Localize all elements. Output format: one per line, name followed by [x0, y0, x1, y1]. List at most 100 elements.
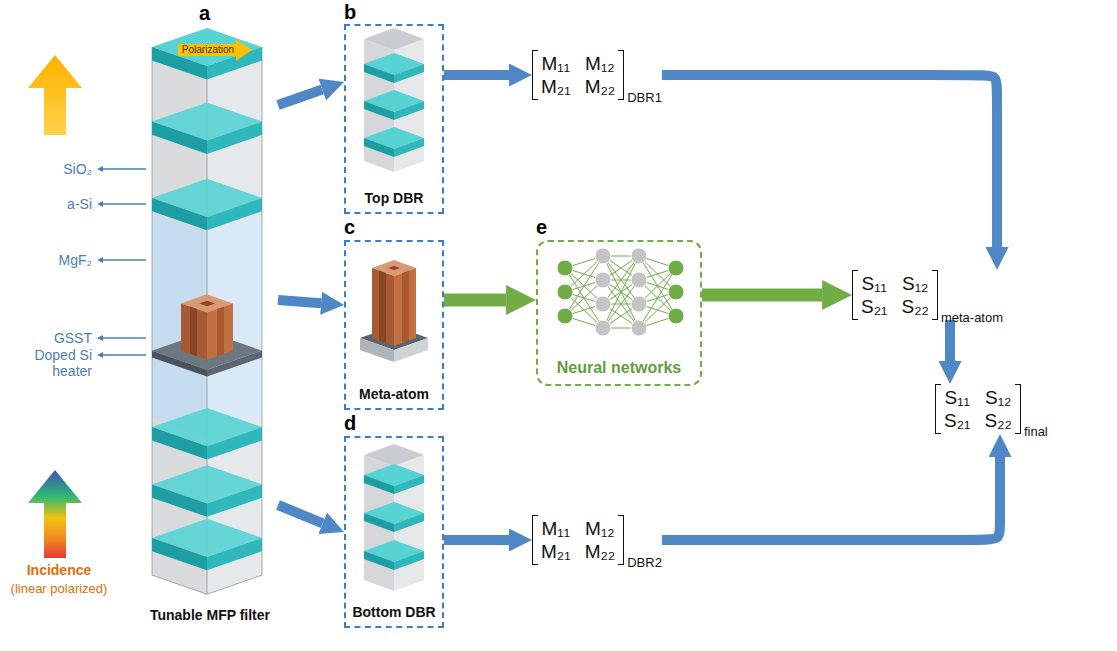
incidence-label: (linear polarized): [4, 581, 114, 597]
matrix-element: M₂₂: [585, 540, 616, 563]
scattering-matrix: S₁₁S₁₂S₂₁S₂₂final: [935, 384, 1048, 434]
matrix-subscript: DBR2: [627, 555, 662, 570]
filter-stack: [152, 28, 262, 594]
panel-letter: b: [344, 1, 356, 23]
filter-stack: [217, 307, 224, 357]
connector-group: [278, 75, 1000, 540]
panel-letter: e: [536, 216, 547, 238]
dbr-panel: Top DBR: [344, 24, 444, 214]
panel-letter: d: [344, 412, 356, 434]
dbr-illustration: [394, 551, 424, 570]
material-label: SiO₂: [22, 161, 92, 177]
output-arrow: [28, 55, 82, 135]
material-label: GSST: [22, 330, 92, 346]
dbr-illustration: [364, 444, 424, 591]
flow-arrow: [444, 70, 509, 80]
network-illustration: [595, 296, 611, 312]
dbr-illustration: [394, 513, 424, 532]
matrix-element: M₁₂: [585, 52, 615, 75]
network-illustration: [595, 320, 611, 336]
filter-stack: [207, 427, 262, 459]
transfer-matrix: M₁₁M₁₂M₂₁M₂₂DBR1: [532, 50, 662, 100]
filter-stack: [152, 198, 207, 230]
dbr-illustration: [364, 64, 394, 83]
dbr-panel: Bottom DBR: [344, 436, 444, 628]
network-illustration: [595, 272, 611, 288]
filter-stack: [181, 303, 207, 359]
leader-arrow: [103, 259, 146, 261]
meta-atom-illustration: [372, 268, 394, 346]
network-illustration: [557, 308, 573, 324]
network-illustration: [565, 256, 676, 328]
dbr-illustration: [364, 101, 394, 120]
dbr-illustration: [394, 138, 424, 157]
panel-letter: c: [344, 216, 355, 238]
panel-caption: Tunable MFP filter: [150, 607, 270, 624]
matrix-element: S₂₁: [861, 295, 887, 318]
dbr-illustration: [394, 64, 424, 83]
leader-arrow: [103, 168, 146, 170]
filter-stack: [190, 307, 197, 357]
network-illustration: [557, 284, 573, 300]
filter-stack: [152, 122, 207, 154]
material-label: a-Si: [22, 196, 92, 212]
flow-arrow: [662, 457, 1000, 540]
matrix-bracket: M₁₁M₁₂M₂₁M₂₂: [532, 50, 624, 100]
transfer-matrix: M₁₁M₁₂M₂₁M₂₂DBR2: [532, 515, 662, 565]
flow-arrow: [278, 505, 323, 523]
filter-stack: [199, 301, 215, 307]
network-illustration: [668, 308, 684, 324]
network-illustration: [557, 248, 684, 336]
material-label: Doped Si heater: [30, 347, 92, 379]
filter-stack-node: Tunable MFP filter: [142, 0, 278, 626]
matrix-subscript: final: [1024, 424, 1048, 439]
network-illustration: [595, 248, 611, 264]
incidence-arrow: [28, 470, 82, 558]
matrix-element: S₁₁: [861, 272, 887, 295]
network-illustration: [631, 248, 647, 264]
matrix-subscript: meta-atom: [941, 310, 1003, 325]
scattering-matrix: S₁₁S₁₂S₂₁S₂₂meta-atom: [852, 270, 1003, 320]
material-label: MgF₂: [22, 252, 92, 268]
meta-atom-panel: Meta-atom: [344, 240, 444, 410]
matrix-element: M₁₂: [585, 517, 615, 540]
matrix-element: M₂₂: [585, 75, 616, 98]
leader-arrow: [103, 203, 146, 205]
panel-caption: Neural networks: [557, 358, 681, 377]
matrix-element: S₂₁: [944, 409, 970, 432]
matrix-bracket: S₁₁S₁₂S₂₁S₂₂: [935, 384, 1021, 434]
filter-stack: [207, 484, 262, 516]
flow-arrow: [444, 535, 509, 545]
panel-letter: a: [199, 2, 210, 24]
leader-arrow: [103, 354, 146, 356]
matrix-bracket: M₁₁M₁₂M₂₁M₂₂: [532, 515, 624, 565]
leader-arrow: [103, 337, 146, 339]
incidence-label: Incidence: [4, 562, 114, 579]
flow-arrow: [662, 75, 997, 247]
meta-atom-illustration: [394, 268, 416, 346]
panel-caption: Top DBR: [365, 190, 424, 207]
matrix-element: S₂₂: [901, 295, 928, 318]
network-illustration: [668, 260, 684, 276]
matrix-element: S₂₂: [984, 409, 1011, 432]
dbr-illustration: [364, 138, 394, 157]
filter-stack: [207, 198, 262, 230]
filter-stack: [207, 303, 233, 359]
matrix-element: M₁₁: [541, 517, 570, 540]
panel-caption: Meta-atom: [359, 386, 429, 403]
filter-stack: [152, 484, 207, 516]
filter-stack: [152, 213, 207, 436]
network-illustration: [557, 260, 573, 276]
network-illustration: [557, 260, 684, 324]
dbr-illustration: [394, 475, 424, 494]
network-illustration: [668, 284, 684, 300]
meta-atom-illustration: [379, 271, 386, 344]
matrix-element: S₁₂: [985, 386, 1011, 409]
network-illustration: [595, 248, 647, 336]
filter-stack: [207, 213, 262, 436]
meta-atom-illustration: [402, 271, 409, 344]
filter-stack: [207, 122, 262, 154]
matrix-element: M₂₁: [541, 75, 571, 98]
